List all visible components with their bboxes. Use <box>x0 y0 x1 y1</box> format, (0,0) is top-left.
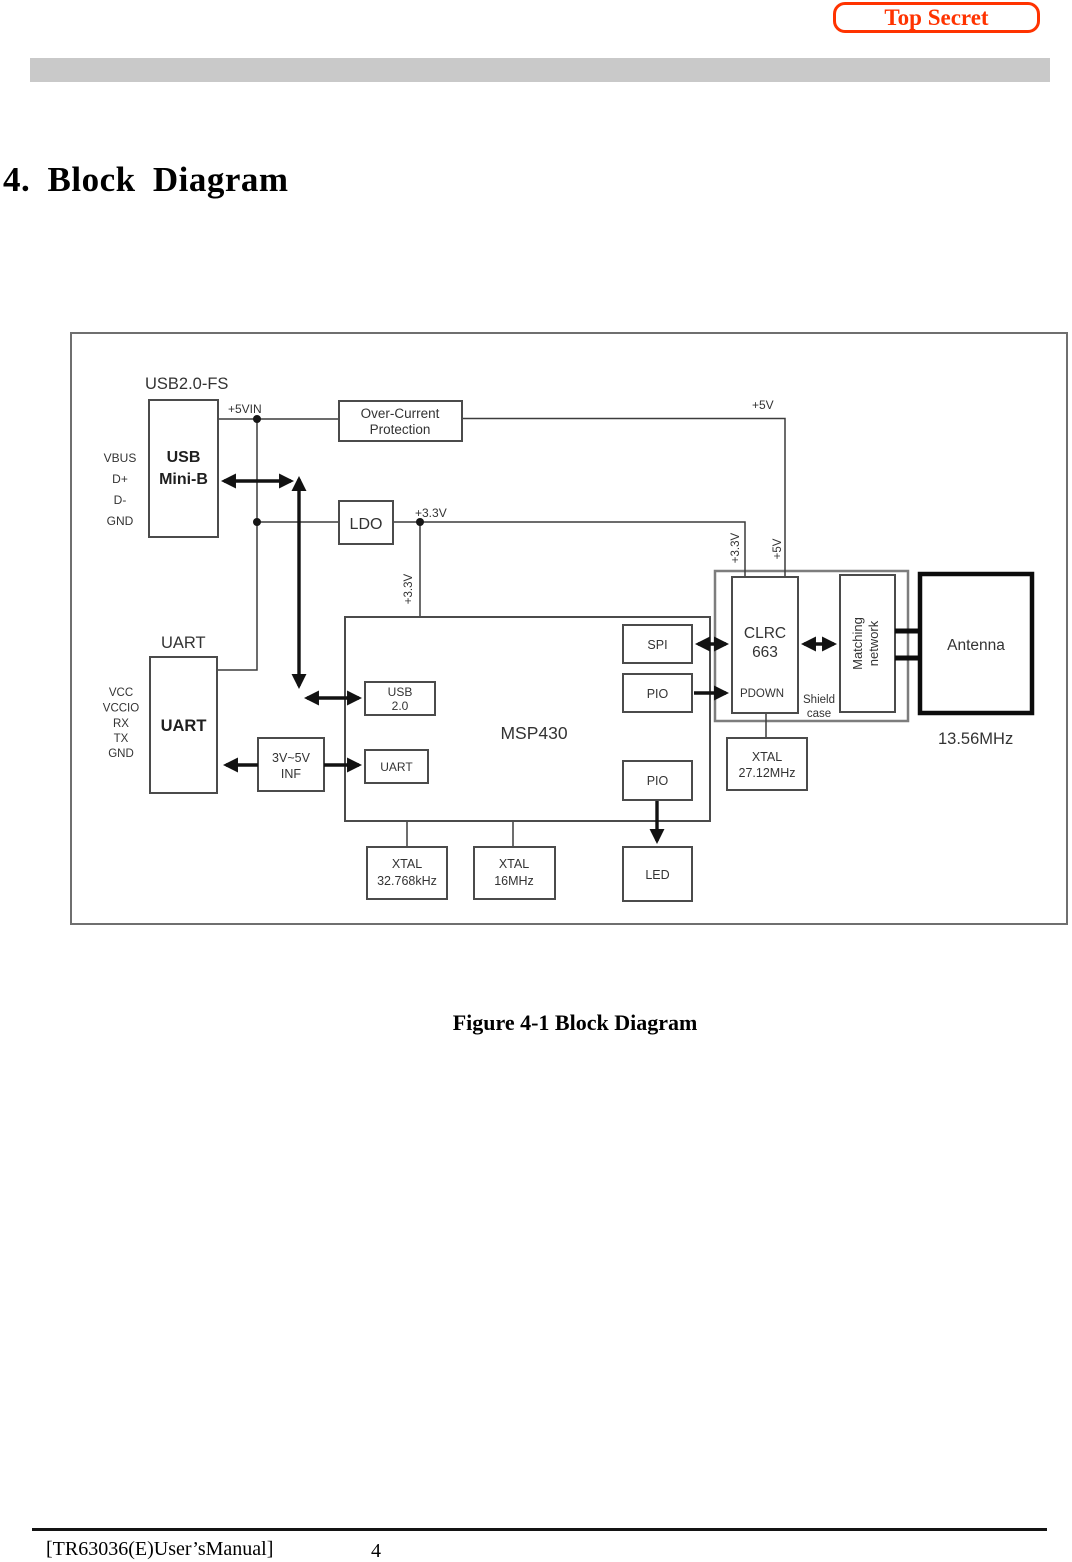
over-current-box <box>338 400 463 442</box>
usb-pin-dplus: D+ <box>112 472 128 486</box>
xtal16-label: XTAL <box>499 857 529 871</box>
led-label: LED <box>645 868 669 882</box>
junction-5vin <box>253 415 261 423</box>
level-shifter-label: 3V~5V <box>272 751 311 765</box>
xtal16-label: 16MHz <box>494 874 534 888</box>
net-5vin: +5VIN <box>228 402 262 416</box>
spi-box <box>622 624 693 664</box>
level-shifter-label: INF <box>281 767 302 781</box>
matching-network-box <box>839 574 896 713</box>
ldo-box <box>338 500 394 545</box>
xtal27-label: XTAL <box>752 750 782 764</box>
uart-conn-box <box>149 656 218 794</box>
pio-top-label: PIO <box>647 687 669 701</box>
usb-pin-gnd: GND <box>107 514 134 528</box>
xtal27-box <box>726 737 808 791</box>
over-current-label: Protection <box>370 422 431 437</box>
pdown-label: PDOWN <box>740 688 784 700</box>
shield-case-label: Shield <box>803 694 835 706</box>
over-current-label: Over-Current <box>361 406 440 421</box>
usb-pin-vbus: VBUS <box>104 451 137 465</box>
wire-33v-to-clrc <box>393 521 746 578</box>
xtal32-label: XTAL <box>392 857 422 871</box>
uart-pin-rx: RX <box>113 718 129 730</box>
clrc663-label: CLRC <box>744 625 786 642</box>
net-33v: +3.3V <box>415 506 447 520</box>
net-33v-clrc: +3.3V <box>730 532 742 563</box>
footer-page-number: 4 <box>371 1540 381 1562</box>
antenna-label: Antenna <box>947 637 1005 654</box>
pio-bottom-label: PIO <box>647 774 669 788</box>
net-33v-msp: +3.3V <box>403 573 415 604</box>
msp430-label: MSP430 <box>500 723 567 743</box>
uart-block-label: UART <box>380 760 413 774</box>
uart-pin-vcc: VCC <box>109 687 133 699</box>
led-box <box>622 846 693 902</box>
uart-pin-vccio: VCCIO <box>103 703 139 715</box>
xtal32-label: 32.768kHz <box>377 874 437 888</box>
xtal16-box <box>473 846 556 900</box>
usb20-label: USB <box>388 685 413 699</box>
block-diagram-figure: USB2.0-FS USB Mini-B VBUS D+ D- GND Over… <box>70 332 1068 925</box>
wire-5v-to-clrc <box>462 417 786 578</box>
uart-block-box <box>364 749 429 784</box>
clrc663-box <box>731 576 799 714</box>
figure-caption: Figure 4-1 Block Diagram <box>452 1010 698 1035</box>
usb-minib-label: Mini-B <box>159 471 208 488</box>
net-5v-clrc: +5V <box>772 538 784 559</box>
usb20-label: 2.0 <box>392 699 409 713</box>
frequency-label: 13.56MHz <box>938 730 1013 748</box>
pio-top-box <box>622 673 693 713</box>
section-heading: 4. Block Diagram <box>3 160 289 199</box>
header-gray-bar <box>30 58 1050 82</box>
xtal32-box <box>366 846 448 900</box>
top-secret-stamp: Top Secret <box>833 2 1040 33</box>
uart-pin-gnd: GND <box>108 748 134 760</box>
uart-conn-label: UART <box>161 717 207 735</box>
junction-5v-ldo <box>253 518 261 526</box>
usb-pin-dminus: D- <box>114 493 127 507</box>
junction-33v <box>416 518 424 526</box>
pio-bottom-box <box>622 760 693 801</box>
footer-rule <box>32 1528 1047 1531</box>
matching-network-label: network <box>866 620 881 666</box>
ldo-label: LDO <box>350 516 383 533</box>
shield-case-label: case <box>807 708 831 720</box>
uart-pin-tx: TX <box>114 733 129 745</box>
matching-network-label: Matching <box>850 617 865 670</box>
wire-5v-to-uart <box>218 419 258 671</box>
net-5v: +5V <box>752 398 774 412</box>
usb-minib-label: USB <box>167 449 201 466</box>
uart-title-label: UART <box>161 634 206 652</box>
antenna-box <box>917 571 1035 716</box>
spi-label: SPI <box>647 638 667 652</box>
clrc663-label: 663 <box>752 644 778 661</box>
usb-minib-box <box>148 399 219 538</box>
usb20-box <box>364 681 436 716</box>
usb-interface-label: USB2.0-FS <box>145 375 228 393</box>
level-shifter-box <box>257 737 325 792</box>
xtal27-label: 27.12MHz <box>739 766 796 780</box>
footer-document-title: [TR63036(E)User’sManual] <box>46 1538 274 1560</box>
